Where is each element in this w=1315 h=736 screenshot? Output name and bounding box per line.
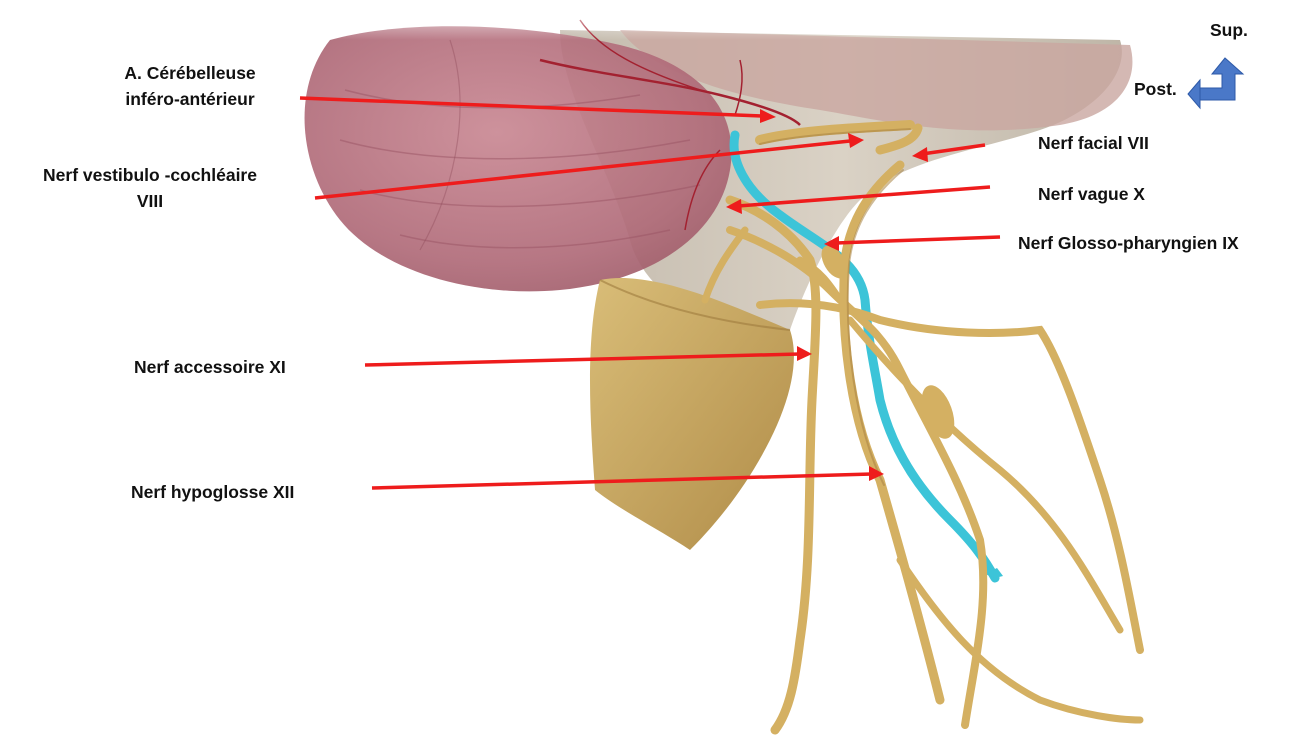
orientation-posterior: Post. <box>1134 76 1177 102</box>
corner-up-left-arrow-icon <box>1188 58 1243 108</box>
label-aica-line2: inféro-antérieur <box>60 86 320 112</box>
label-vestibulo-line1: Nerf vestibulo -cochléaire <box>0 162 300 188</box>
pointer-glosso <box>836 237 1000 243</box>
orientation-superior: Sup. <box>1210 17 1248 43</box>
label-accessoire: Nerf accessoire XI <box>134 354 286 380</box>
label-aica: A. Cérébelleuse inféro-antérieur <box>60 60 320 112</box>
label-glosso: Nerf Glosso-pharyngien IX <box>1018 230 1239 256</box>
label-vague: Nerf vague X <box>1038 181 1145 207</box>
label-vestibulo-line2: VIII <box>0 188 300 214</box>
label-aica-line1: A. Cérébelleuse <box>60 60 320 86</box>
label-facial: Nerf facial VII <box>1038 130 1149 156</box>
label-vestibulo-cochlear: Nerf vestibulo -cochléaire VIII <box>0 162 300 214</box>
temporal-bone-block <box>590 278 794 550</box>
label-hypoglosse: Nerf hypoglosse XII <box>131 479 294 505</box>
